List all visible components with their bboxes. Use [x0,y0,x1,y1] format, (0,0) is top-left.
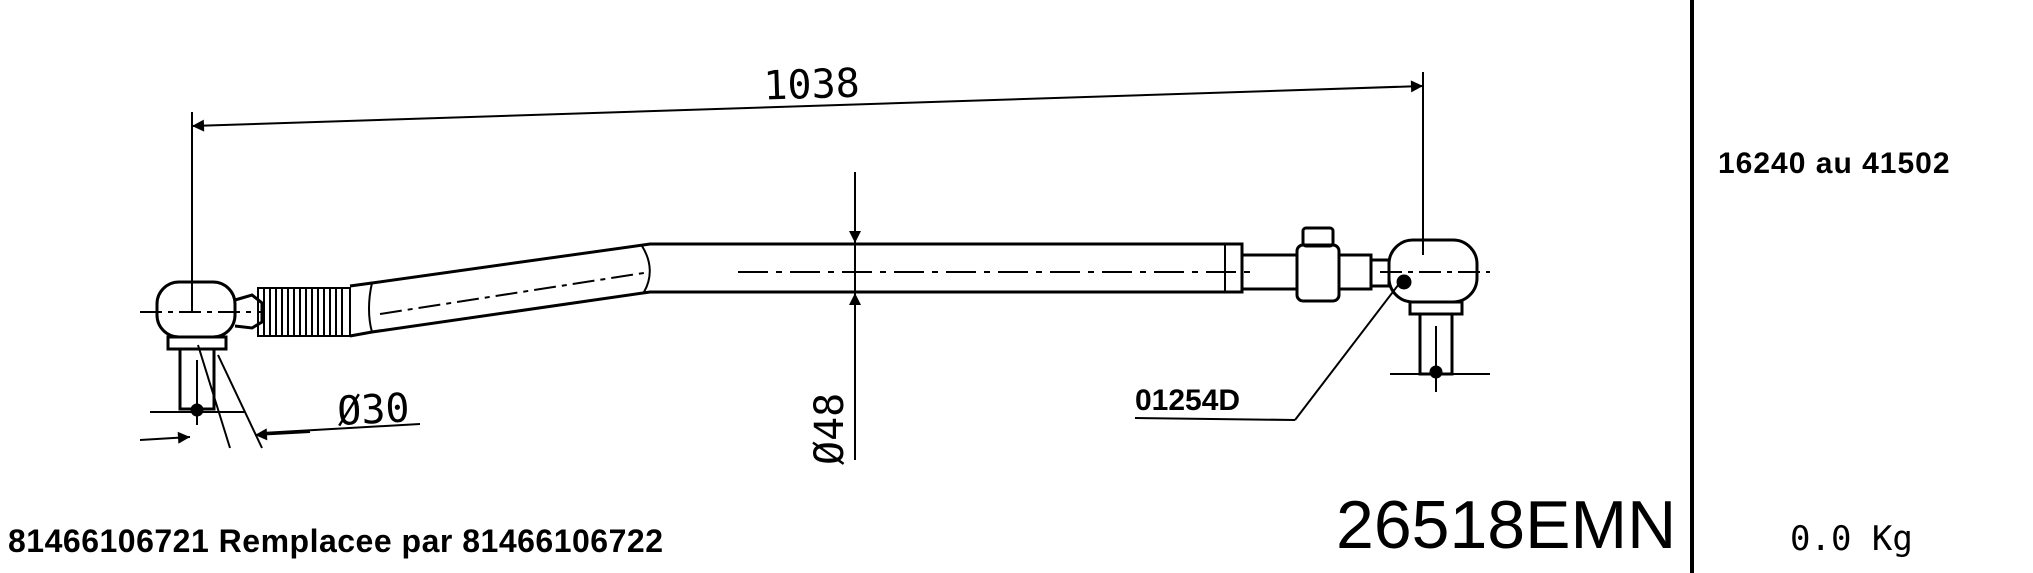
length-dimension [191,72,1424,312]
tube-diameter-label: Ø48 [807,393,853,465]
clamp [1240,226,1391,303]
length-label: 1038 [763,61,861,110]
thread-diameter-dimension [139,344,421,449]
serial-range: 16240 au 41502 [1718,147,1951,180]
clamp-reference-leader [1134,279,1403,421]
clamp-reference-label: 01254D [1135,384,1240,417]
tie-rod-tube [349,242,1250,338]
weight: 0.0 Kg [1790,519,1913,559]
threaded-section [257,287,351,337]
replacement-note: 81466106721 Remplacee par 81466106722 [8,523,663,559]
right-ball-joint [1380,238,1490,392]
part-number: 26518EMN [1336,487,1676,563]
thread-diameter-label: Ø30 [336,385,411,435]
left-ball-joint [140,280,264,425]
